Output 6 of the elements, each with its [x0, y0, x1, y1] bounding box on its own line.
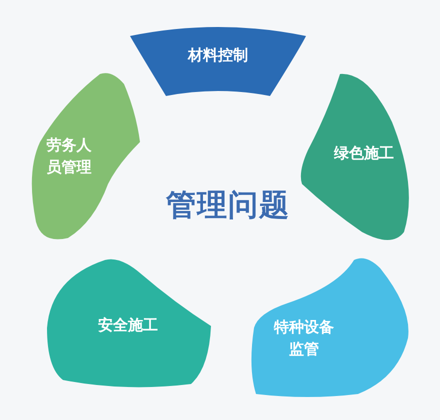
- petal-label: 材料控制: [186, 45, 249, 66]
- petal-label: 特种设备监管: [272, 317, 335, 360]
- center-title: 管理问题: [164, 187, 291, 225]
- petal-label: 劳务人员管理: [46, 135, 92, 178]
- petal-label: 安全施工: [97, 315, 159, 336]
- petal-label: 绿色施工: [332, 143, 395, 164]
